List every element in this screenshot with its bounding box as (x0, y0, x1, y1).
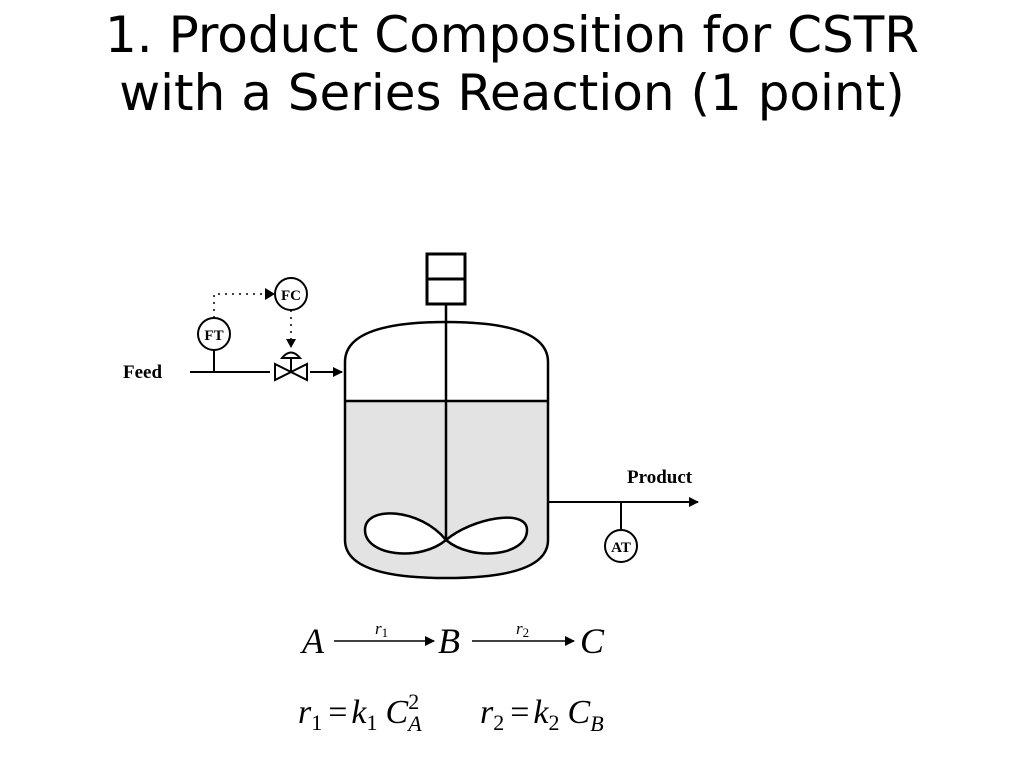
product-line: Product (548, 467, 699, 507)
slide-title: 1. Product Composition for CSTR with a S… (0, 0, 1024, 122)
at-label: AT (611, 540, 631, 556)
species-c: C (580, 621, 605, 661)
reaction-scheme: A r1 B r2 C (300, 619, 605, 661)
valve-actuator (279, 351, 303, 359)
species-a: A (300, 621, 325, 661)
agitator (363, 252, 529, 555)
feed-line: Feed (123, 362, 343, 383)
rate-label-2: r2 (516, 619, 529, 640)
title-line-1: 1. Product Composition for CSTR (104, 6, 920, 64)
signal-ft-to-fc (213, 293, 268, 318)
flow-controller: FC (213, 277, 308, 348)
control-valve[interactable] (274, 351, 308, 382)
feed-label: Feed (123, 362, 162, 383)
rate-label-1: r1 (375, 619, 388, 640)
product-label: Product (627, 467, 693, 488)
flow-transmitter: FT (197, 317, 231, 372)
title-line-2: with a Series Reaction (1 point) (119, 64, 905, 122)
fc-label: FC (281, 288, 301, 304)
analyzer-transmitter: AT (604, 502, 638, 563)
ft-label: FT (204, 328, 223, 344)
vessel-wall (343, 320, 550, 580)
impeller (363, 512, 529, 555)
species-b: B (438, 621, 460, 661)
